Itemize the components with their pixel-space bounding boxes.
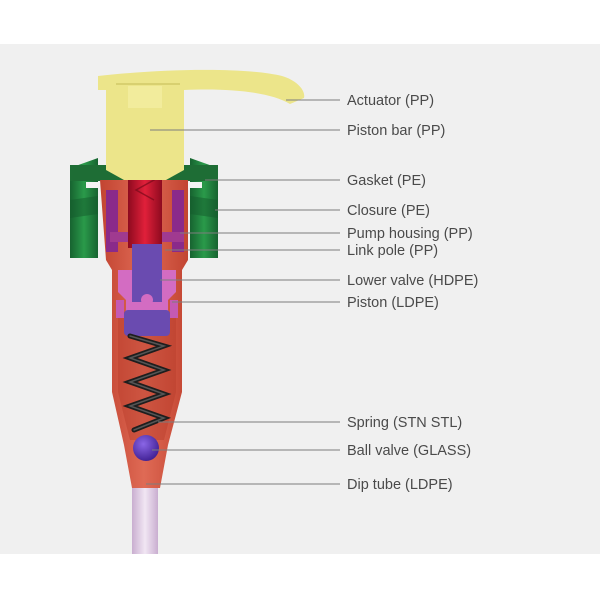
leader-lines xyxy=(146,99,340,485)
label-ball-valve: Ball valve (GLASS) xyxy=(347,443,471,459)
lower-valve xyxy=(124,244,170,336)
label-lower-valve: Lower valve (HDPE) xyxy=(347,273,478,289)
actuator xyxy=(98,69,305,180)
spring xyxy=(122,333,173,433)
labels: Actuator (PP) Piston bar (PP) Gasket (PE… xyxy=(347,93,478,493)
label-actuator: Actuator (PP) xyxy=(347,93,434,109)
label-link-pole: Link pole (PP) xyxy=(347,243,438,259)
label-spring: Spring (STN STL) xyxy=(347,415,462,431)
label-closure: Closure (PE) xyxy=(347,203,430,219)
label-piston-bar: Piston bar (PP) xyxy=(347,123,445,139)
label-dip-tube: Dip tube (LDPE) xyxy=(347,477,453,493)
ball-valve xyxy=(133,435,159,461)
label-piston: Piston (LDPE) xyxy=(347,295,439,311)
label-gasket: Gasket (PE) xyxy=(347,173,426,189)
label-pump-housing: Pump housing (PP) xyxy=(347,226,473,242)
diagram-background xyxy=(0,44,600,554)
